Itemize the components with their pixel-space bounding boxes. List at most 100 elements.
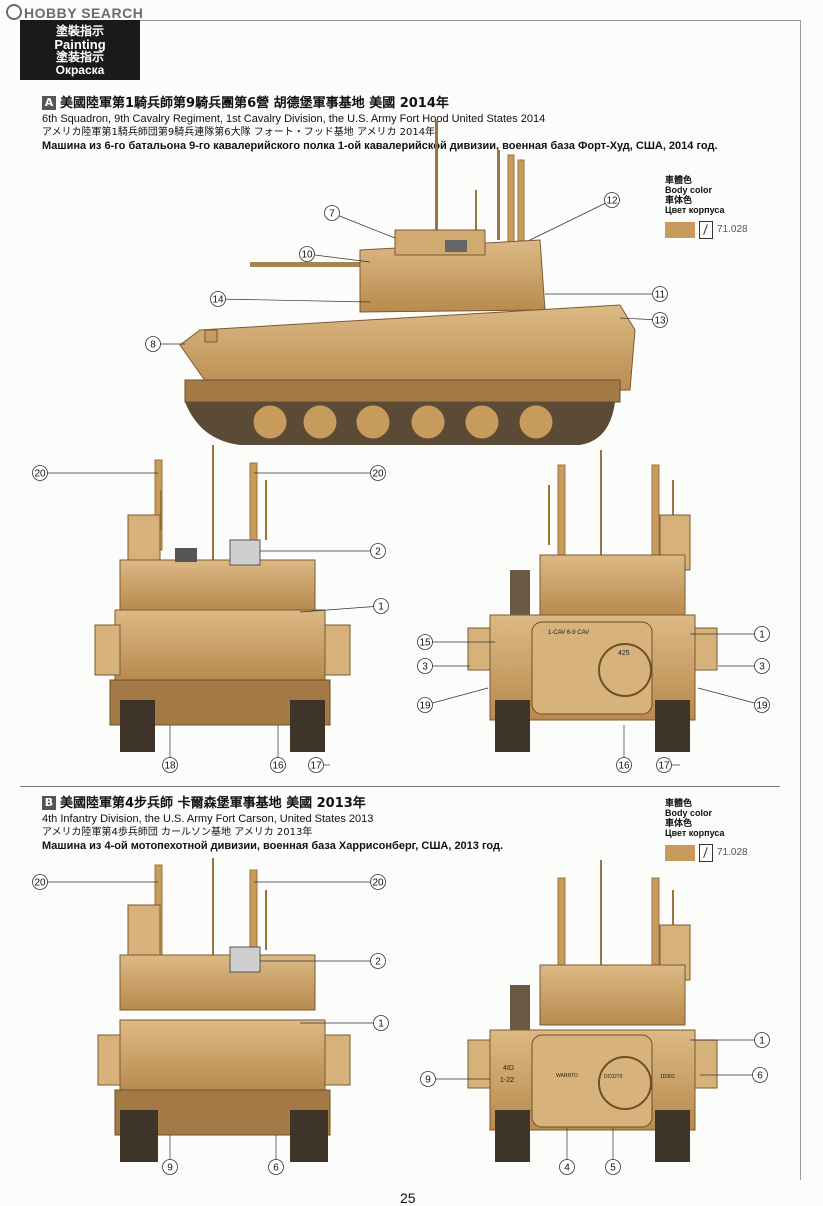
callout-number: 3 bbox=[759, 662, 765, 673]
callout-number: 13 bbox=[654, 316, 666, 327]
callout-marker: 20 bbox=[32, 874, 158, 890]
callout-circle bbox=[373, 598, 389, 614]
callout-number: 6 bbox=[757, 1071, 763, 1082]
callout-marker: 1 bbox=[299, 598, 389, 614]
road-wheel bbox=[408, 402, 448, 442]
rear-marking-b1: 4ID bbox=[503, 1065, 514, 1072]
callout-circle bbox=[417, 697, 433, 713]
callout-marker: 6 bbox=[700, 1067, 768, 1083]
callout-number: 1 bbox=[378, 602, 384, 613]
callout-marker: 18 bbox=[162, 725, 178, 773]
callout-marker: 9 bbox=[162, 1135, 178, 1175]
callout-circle bbox=[210, 291, 226, 307]
callout-number: 20 bbox=[372, 878, 384, 889]
callout-number: 1 bbox=[378, 1019, 384, 1030]
callout-number: 2 bbox=[375, 547, 381, 558]
callout-circle bbox=[604, 192, 620, 208]
watermark: HOBBY SEARCH bbox=[6, 4, 143, 21]
rear-marking-a1: 1-CAV 6-9 CAV bbox=[548, 630, 589, 636]
callout-circle bbox=[605, 1159, 621, 1175]
color-swatch bbox=[665, 222, 695, 238]
road-wheel bbox=[462, 402, 502, 442]
callout-marker: 2 bbox=[260, 953, 386, 969]
callout-number: 17 bbox=[310, 761, 322, 772]
color-swatch bbox=[665, 845, 695, 861]
callout-marker: 17 bbox=[656, 757, 680, 773]
callout-marker: 16 bbox=[616, 725, 632, 773]
callout-circle bbox=[754, 1032, 770, 1048]
callout-number: 5 bbox=[610, 1163, 616, 1174]
paint-bottle-icon bbox=[699, 221, 713, 239]
callout-circle bbox=[420, 1071, 436, 1087]
callout-leader-line bbox=[424, 687, 489, 706]
road-wheel bbox=[250, 402, 290, 442]
callout-number: 6 bbox=[273, 1163, 279, 1174]
logo-icon bbox=[6, 4, 22, 20]
callout-marker: 20 bbox=[254, 465, 386, 481]
section-a-title-jp: アメリカ陸軍第1騎兵師団第9騎兵連隊第6大隊 フォート・フッド基地 アメリカ 2… bbox=[42, 127, 436, 138]
callout-number: 10 bbox=[301, 250, 313, 261]
section-separator bbox=[20, 786, 780, 787]
header-en: Painting bbox=[54, 37, 106, 52]
callout-marker: 2 bbox=[260, 543, 386, 559]
callout-number: 11 bbox=[655, 290, 666, 301]
callout-marker: 12 bbox=[529, 192, 620, 241]
callout-marker: 13 bbox=[619, 312, 668, 328]
section-b-badge: B bbox=[42, 796, 56, 810]
callout-number: 16 bbox=[272, 761, 284, 772]
callout-number: 1 bbox=[759, 630, 765, 641]
road-wheel bbox=[353, 402, 393, 442]
front-view-vehicle-b bbox=[97, 858, 351, 1162]
side-view-vehicle-a bbox=[179, 120, 636, 445]
callout-circle bbox=[268, 1159, 284, 1175]
callout-number: 3 bbox=[422, 662, 428, 673]
section-a-title-en: 6th Squadron, 9th Cavalry Regiment, 1st … bbox=[42, 113, 546, 125]
callout-marker: 3 bbox=[718, 658, 770, 674]
section-a-body-color: 車體色 Body color 車体色 Цвет корпуса 71.028 bbox=[665, 175, 748, 239]
rear-marking-b2: 1-22 bbox=[500, 1077, 514, 1084]
callout-circle bbox=[370, 465, 386, 481]
callout-circle bbox=[754, 626, 770, 642]
rear-view-vehicle-b bbox=[467, 860, 718, 1162]
callout-number: 9 bbox=[167, 1163, 173, 1174]
header-ru: Окраска bbox=[55, 63, 105, 77]
callout-number: 20 bbox=[34, 469, 46, 480]
callout-circle bbox=[559, 1159, 575, 1175]
callout-number: 17 bbox=[658, 761, 670, 772]
callout-marker: 5 bbox=[605, 1128, 621, 1175]
rear-marking-b5: 1D302 bbox=[660, 1074, 675, 1080]
callout-number: 4 bbox=[564, 1163, 570, 1174]
road-wheel bbox=[516, 402, 556, 442]
callout-circle bbox=[417, 634, 433, 650]
callout-marker: 11 bbox=[545, 286, 668, 302]
callout-circle bbox=[370, 953, 386, 969]
callout-circle bbox=[270, 757, 286, 773]
callout-circle bbox=[32, 874, 48, 890]
callout-circle bbox=[370, 874, 386, 890]
callout-number: 19 bbox=[756, 701, 768, 712]
rear-marking-b3: WARNTO bbox=[556, 1073, 578, 1079]
header-jp: 塗装指示 bbox=[55, 50, 104, 64]
callout-number: 8 bbox=[150, 340, 156, 351]
right-rule bbox=[800, 20, 801, 1180]
callout-leader-line bbox=[331, 212, 396, 239]
callout-leader-line bbox=[306, 253, 371, 263]
callout-marker: 19 bbox=[417, 687, 489, 713]
callout-marker: 20 bbox=[254, 874, 386, 890]
callout-number: 1 bbox=[759, 1036, 765, 1047]
callout-number: 7 bbox=[329, 209, 335, 220]
callout-marker: 8 bbox=[145, 336, 185, 352]
callout-circle bbox=[308, 757, 324, 773]
callout-circle bbox=[417, 658, 433, 674]
callout-circle bbox=[616, 757, 632, 773]
paint-bottle-icon bbox=[699, 844, 713, 862]
callout-marker: 6 bbox=[268, 1135, 284, 1175]
callout-number: 16 bbox=[618, 761, 630, 772]
callout-marker: 7 bbox=[324, 205, 396, 239]
callout-circle bbox=[754, 658, 770, 674]
callout-marker: 1 bbox=[690, 1032, 770, 1048]
